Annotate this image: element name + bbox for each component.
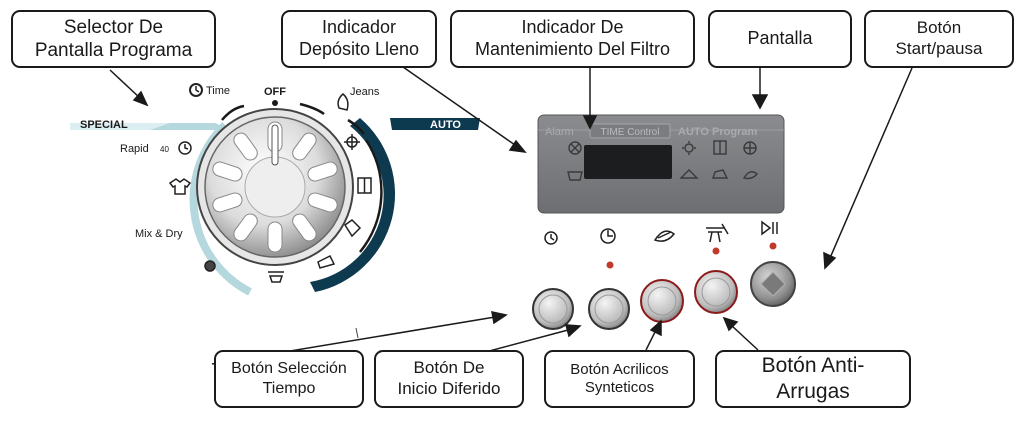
- anti-crease-button[interactable]: [694, 270, 738, 314]
- cabinet-program-icon: [357, 177, 372, 194]
- special-band: [70, 123, 230, 130]
- start-pause-button[interactable]: [750, 261, 796, 307]
- clock-icon: [544, 231, 558, 245]
- special-label: SPECIAL: [80, 119, 128, 131]
- shirt-program-icon: [343, 219, 362, 238]
- delayed-start-button[interactable]: [588, 288, 630, 330]
- time-control-label: TIME Control: [601, 127, 660, 138]
- rapid-number: 40: [160, 145, 169, 154]
- tank-icon: [567, 171, 583, 181]
- auto-label: AUTO: [430, 119, 461, 131]
- auto-program-label: AUTO Program: [678, 126, 757, 138]
- rapid-icon: [178, 141, 192, 155]
- callout-filter-indicator: Indicador De Mantenimiento Del Filtro: [450, 10, 695, 68]
- jeans-label: Jeans: [350, 86, 380, 98]
- shirt-icon: [168, 178, 192, 195]
- divider-stroke: [355, 327, 359, 339]
- callout-display: Pantalla: [708, 10, 852, 68]
- play-pause-icon: [761, 220, 778, 236]
- callout-tank-full-indicator: Indicador Depósito Lleno: [281, 10, 437, 68]
- panel-feather-icon: [742, 171, 758, 180]
- hanger-icon: [679, 169, 699, 179]
- auto-band: [310, 118, 480, 292]
- iron-program-icon: [317, 254, 336, 269]
- callout-delayed-start-button: Botón De Inicio Diferido: [374, 350, 524, 408]
- callout-time-select-button: Botón Selección Tiempo: [214, 350, 364, 408]
- time-select-button[interactable]: [532, 288, 574, 330]
- mix-dry-label: Mix & Dry: [135, 228, 183, 240]
- rapid-label: Rapid: [120, 143, 149, 155]
- jeans-program-icon: [337, 93, 349, 111]
- wool-program-icon: [204, 260, 216, 272]
- filter-icon: [568, 141, 582, 155]
- anti-crease-program-icon: [268, 271, 284, 283]
- callout-anti-crease-button: Botón Anti- Arrugas: [715, 350, 911, 408]
- sun-icon: [682, 141, 696, 155]
- off-marker: [272, 100, 278, 106]
- digital-screen: [584, 145, 672, 179]
- panel-iron-icon: [712, 169, 729, 179]
- fan-icon: [743, 141, 757, 155]
- gear-program-icon: [344, 134, 360, 150]
- indicator-leds: [606, 242, 777, 269]
- panel-cabinet-icon: [713, 140, 727, 155]
- off-label: OFF: [264, 86, 286, 98]
- anti-crease-icon: [706, 223, 729, 243]
- acrylic-synthetic-button[interactable]: [640, 279, 684, 323]
- feather-icon: [653, 230, 676, 242]
- display-panel: [537, 114, 785, 214]
- callout-acrylic-button: Botón Acrilicos Synteticos: [544, 350, 695, 408]
- callout-start-pause-button: Botón Start/pausa: [864, 10, 1014, 68]
- delay-timer-icon: [600, 228, 616, 244]
- callout-program-selector: Selector De Pantalla Programa: [11, 10, 216, 68]
- program-dial[interactable]: [196, 108, 354, 266]
- time-icon: [189, 83, 203, 97]
- time-label: Time: [206, 85, 230, 97]
- alarm-label: Alarm: [545, 126, 574, 138]
- dial-tick-marks: [221, 102, 383, 253]
